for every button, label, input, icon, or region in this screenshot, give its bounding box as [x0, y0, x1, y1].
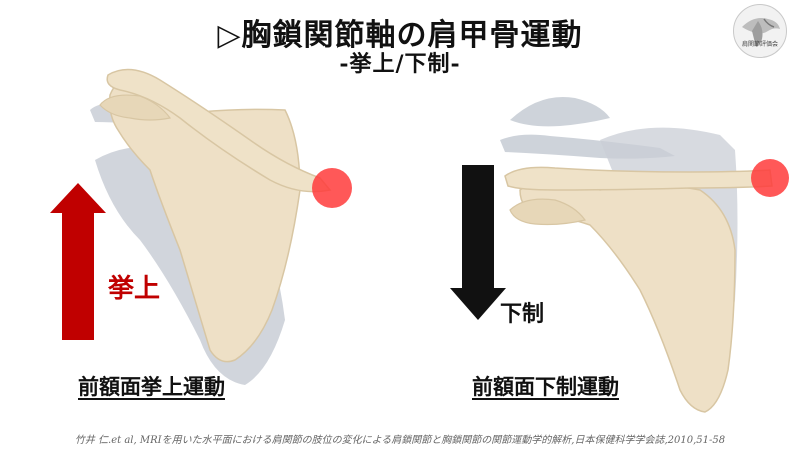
acromion-left	[99, 94, 172, 121]
logo: 肩関節評価会	[733, 4, 787, 58]
citation: 竹井 仁.et al, MRIを用いた水平面における肩関節の肢位の変化による肩鎖…	[74, 435, 726, 446]
shoulder-skeleton-icon	[742, 18, 780, 47]
sternoclavicular-axis-left	[312, 168, 352, 208]
depression-label: 下制	[500, 302, 545, 327]
depression-arrow	[450, 165, 506, 320]
page-title: ▷胸鎖関節軸の肩甲骨運動	[217, 18, 583, 53]
depression-caption: 前額面下制運動	[472, 375, 619, 399]
clavicle-left	[106, 68, 332, 193]
page-subtitle: -挙上/下制-	[339, 51, 461, 77]
elevation-caption: 前額面挙上運動	[78, 375, 225, 399]
logo-text: 肩関節評価会	[741, 41, 778, 48]
ghost-coracoid-right	[510, 96, 610, 127]
acromion-right	[509, 198, 587, 226]
sternoclavicular-axis-right	[751, 159, 789, 197]
elevation-arrow	[50, 183, 106, 340]
elevation-label: 挙上	[108, 274, 161, 304]
